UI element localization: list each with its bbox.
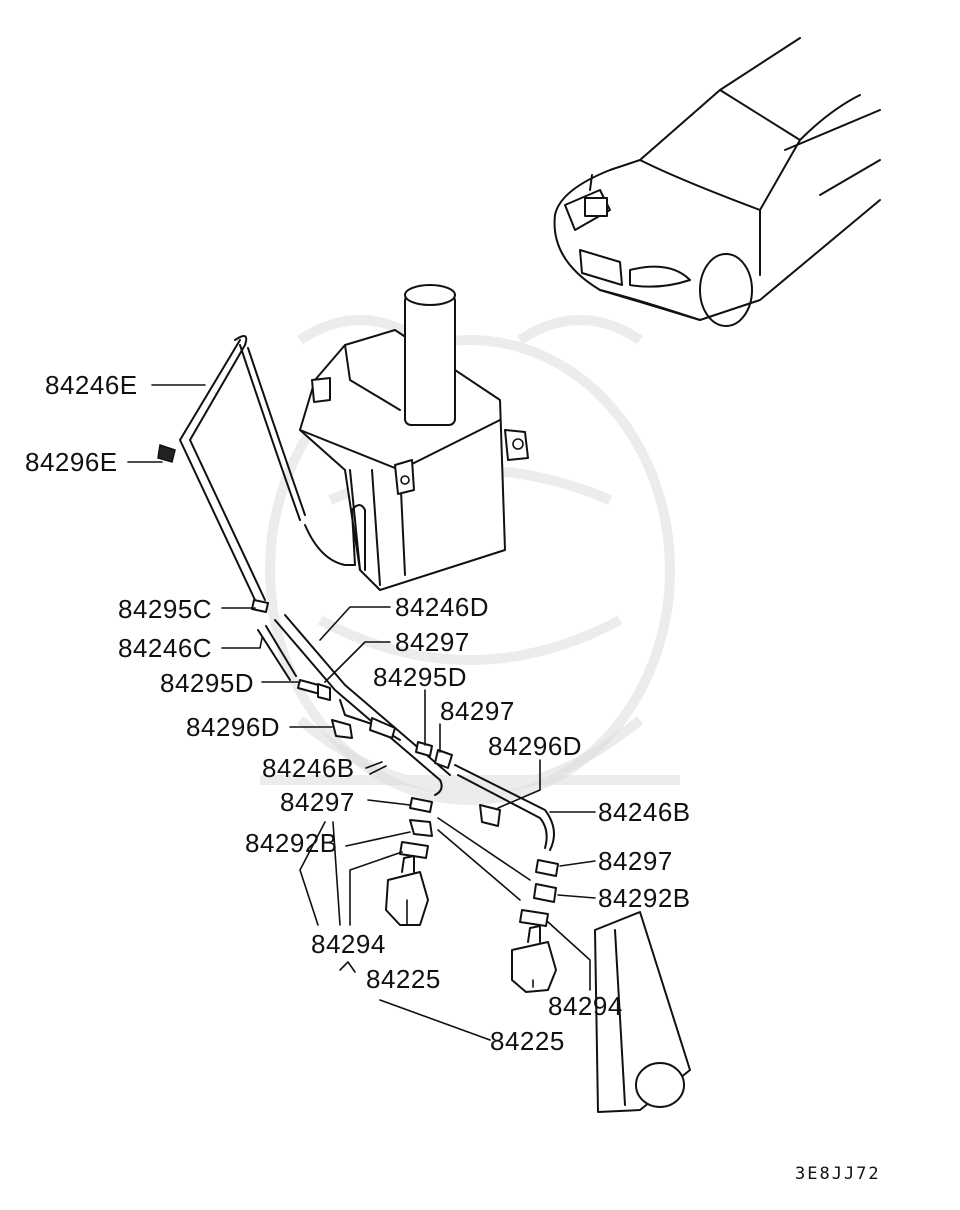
part-labels: 84246E 84296E 84295C 84246D 84246C 84297… [25,370,691,1056]
small-parts [157,444,559,993]
label-84246E: 84246E [45,370,138,400]
label-84296E: 84296E [25,447,118,477]
label-84294-left: 84294 [311,929,386,959]
label-84296D-right: 84296D [488,731,582,761]
label-84292B-right: 84292B [598,883,691,913]
label-84296D-left: 84296D [186,712,280,742]
label-84292B-left: 84292B [245,828,338,858]
label-84225-left: 84225 [366,964,441,994]
label-84294-right: 84294 [548,991,623,1021]
label-84295D-left: 84295D [160,668,254,698]
label-84246B-left: 84246B [262,753,355,783]
hoses [179,335,555,851]
nozzle-left [385,855,429,926]
nozzle-right [511,925,557,993]
label-84297-c: 84297 [280,787,355,817]
label-84297-b: 84297 [440,696,515,726]
diagram-code: 3E8JJ72 [795,1164,881,1184]
label-84246C: 84246C [118,633,212,663]
label-84246B-right: 84246B [598,797,691,827]
leader-lines [127,384,596,1041]
label-84297-d: 84297 [598,846,673,876]
label-84295D-mid: 84295D [373,662,467,692]
label-84295C: 84295C [118,594,212,624]
label-84246D: 84246D [395,592,489,622]
label-84297-a: 84297 [395,627,470,657]
washer-tank [299,284,529,591]
bumper-section [594,911,691,1113]
label-84225-right: 84225 [490,1026,565,1056]
car-outline [553,37,881,327]
